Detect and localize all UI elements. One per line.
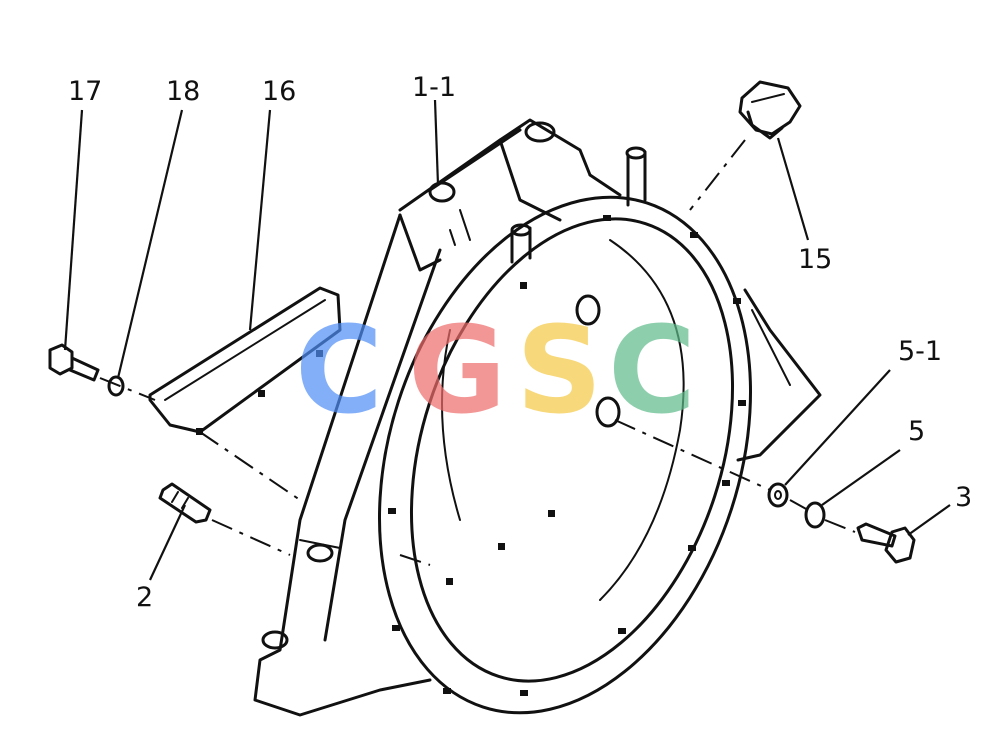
label-18: 18 (166, 76, 200, 107)
label-5: 5 (908, 416, 925, 447)
axis-line-bolt-3 (614, 419, 856, 533)
axis-line-cover (199, 431, 301, 501)
leader-18 (116, 109, 184, 379)
label-17: 17 (68, 76, 102, 107)
watermark-letter-s: S (516, 302, 602, 441)
watermark-letter-c1: C (295, 302, 383, 441)
label-15: 15 (798, 244, 832, 275)
leader-5 (821, 449, 901, 506)
stud-2 (158, 482, 212, 524)
label-1-1: 1-1 (412, 72, 456, 103)
watermark-letter-c2: C (608, 302, 696, 441)
label-16: 16 (262, 76, 296, 107)
leader-3 (907, 504, 951, 536)
leader-2 (149, 504, 186, 581)
leader-16 (248, 109, 272, 331)
leader-1-1 (433, 99, 440, 186)
flywheel-housing (253, 118, 822, 717)
plug-15 (738, 80, 802, 140)
leader-5-1 (784, 369, 891, 486)
watermark-cgsc: C G S C (295, 302, 696, 441)
leader-17 (63, 109, 84, 351)
washer-5-1 (767, 482, 789, 508)
ring-bolt-marks (388, 215, 746, 696)
axis-line-plug-15 (689, 139, 746, 211)
leader-15 (776, 137, 810, 241)
axis-line-stud-2 (211, 519, 291, 556)
watermark-letter-g: G (408, 302, 507, 441)
cover-plate (148, 286, 342, 435)
washer-18 (107, 375, 125, 397)
axis-line-stud-2b (399, 554, 431, 566)
bolt-3 (856, 522, 916, 564)
label-5-1: 5-1 (898, 336, 942, 367)
washer-5 (804, 501, 826, 529)
bolt-17 (48, 343, 100, 382)
label-2: 2 (136, 582, 153, 613)
label-3: 3 (955, 482, 972, 513)
axis-line-bolt-17 (99, 377, 156, 401)
